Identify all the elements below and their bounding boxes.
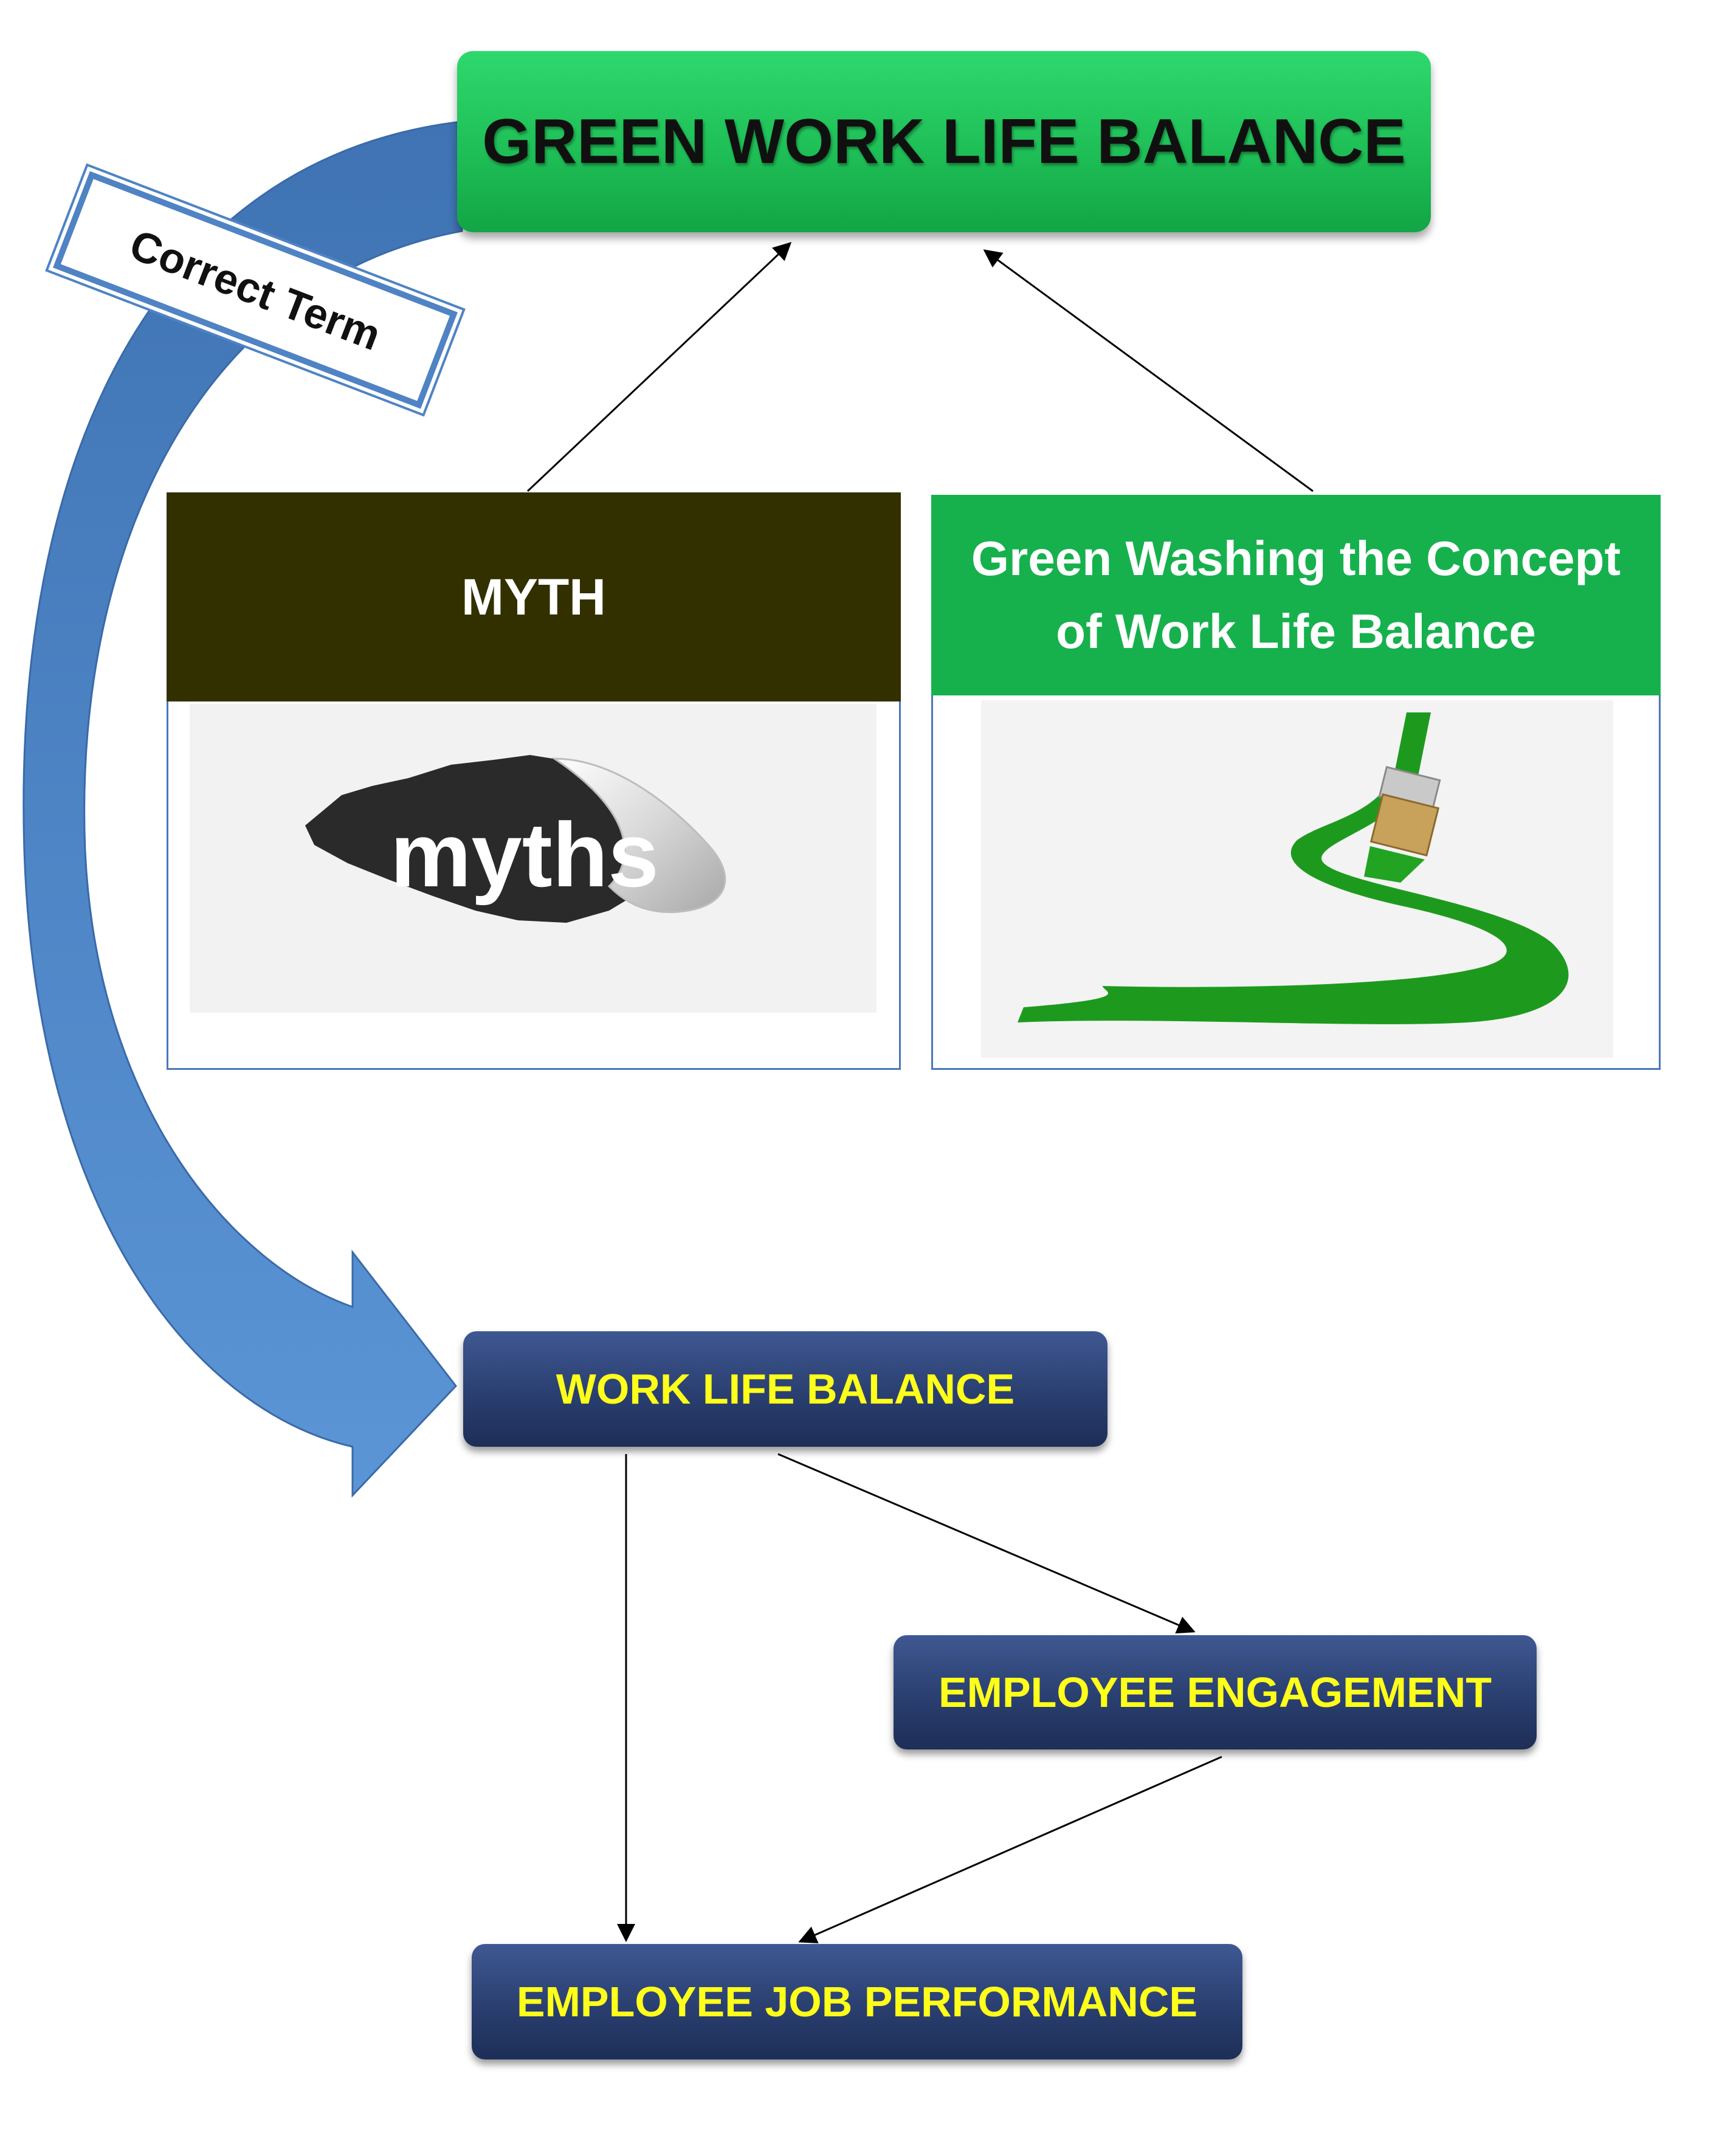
paper-curl	[551, 757, 726, 914]
work-life-balance-text: WORK LIFE BALANCE	[556, 1365, 1015, 1413]
myths-image: myths	[190, 704, 877, 1013]
arrow-wlb-to-engagement	[777, 1453, 1196, 1634]
green-washing-header: Green Washing the Concept of Work Life B…	[931, 495, 1661, 695]
work-life-balance-box: WORK LIFE BALANCE	[463, 1331, 1107, 1447]
employee-job-performance-box: EMPLOYEE JOB PERFORMANCE	[472, 1944, 1242, 2059]
curved-arrow-body	[22, 120, 463, 1498]
employee-engagement-text: EMPLOYEE ENGAGEMENT	[938, 1669, 1492, 1716]
myth-header-text: MYTH	[461, 568, 606, 626]
torn-paper-hole	[305, 755, 652, 923]
arrow-engagement-to-performance	[798, 1756, 1222, 1943]
green-washing-header-text: Green Washing the Concept of Work Life B…	[971, 531, 1621, 658]
arrow-greenwash-to-green-wlb	[983, 249, 1314, 492]
arrow-myth-to-green-wlb	[526, 241, 792, 492]
employee-job-performance-text: EMPLOYEE JOB PERFORMANCE	[516, 1978, 1198, 2025]
paint-brush-image	[981, 700, 1613, 1058]
brush-tip	[1364, 846, 1425, 883]
employee-engagement-box: EMPLOYEE ENGAGEMENT	[894, 1635, 1537, 1749]
myth-header: MYTH	[167, 492, 901, 701]
brush-bristles	[1369, 793, 1440, 857]
green-paint-stroke	[1018, 712, 1569, 1024]
green-work-life-balance-box: GREEN WORK LIFE BALANCE	[457, 51, 1431, 232]
myths-image-text: myths	[390, 804, 659, 906]
top-box-title: GREEN WORK LIFE BALANCE	[482, 106, 1406, 177]
